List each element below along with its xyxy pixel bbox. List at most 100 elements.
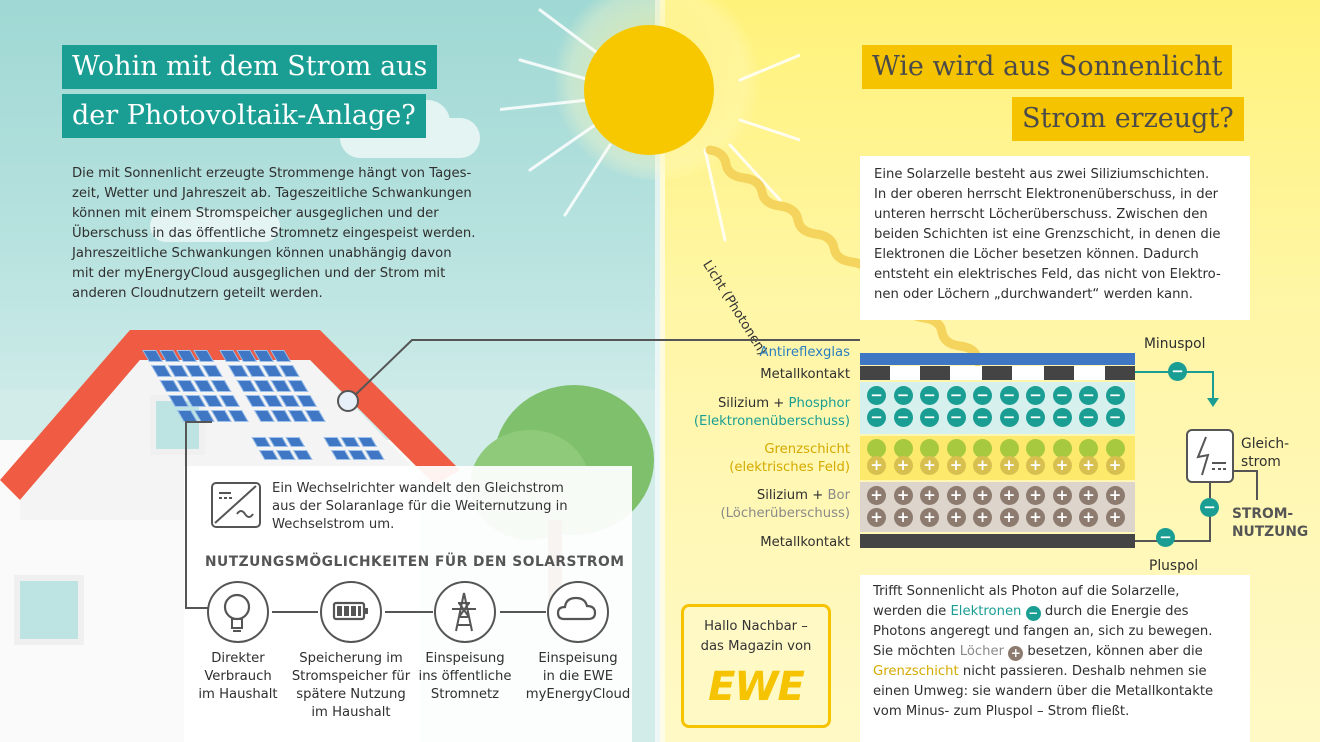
electron-particle: −: [920, 408, 939, 427]
hole-icon: +: [1008, 646, 1024, 661]
electron-particle: −: [867, 408, 886, 427]
sun-rays: [500, 8, 800, 242]
lightbulb-icon: [207, 581, 269, 643]
panel-connector-line: [337, 339, 860, 412]
right-intro-text: Eine Solarzelle besteht aus zwei Siliziu…: [874, 167, 1221, 302]
electron-particle: −: [946, 408, 966, 427]
house-window: [14, 575, 84, 645]
center-divider: [655, 0, 665, 742]
field-particle: +: [973, 456, 992, 475]
label-metal-bottom: Metallkontakt: [760, 535, 850, 550]
wire-to-usage: [1234, 470, 1258, 472]
field-particle: +: [920, 456, 939, 475]
hole-particle: +: [1052, 486, 1072, 505]
field-particle: [946, 439, 966, 458]
ewe-magazine-badge: [681, 604, 831, 728]
electron-particle: −: [1079, 408, 1098, 427]
electron-icon: −: [1025, 606, 1041, 621]
usage-connector: [385, 611, 433, 613]
inverter-icon: [211, 482, 261, 528]
field-particle: +: [893, 456, 913, 475]
field-particle: +: [1026, 456, 1045, 475]
usage-heading: NUTZUNGSMÖGLICHKEITEN FÜR DEN SOLARSTROM: [205, 554, 625, 570]
field-particle: +: [867, 456, 886, 475]
label-antireflex: Antireflexglas: [759, 345, 850, 360]
cloud-icon: [547, 581, 609, 643]
arrow-down-icon: [1207, 398, 1219, 407]
electron-particle: −: [920, 386, 939, 405]
field-particle: +: [1052, 456, 1072, 475]
hole-particle: +: [867, 508, 886, 527]
cloud-icon: [150, 210, 280, 242]
electron-particle: −: [1052, 386, 1072, 405]
hole-particle: +: [1105, 508, 1125, 527]
field-particle: [1052, 439, 1072, 458]
left-title-line-1: Wohin mit dem Strom aus: [62, 45, 438, 89]
hole-particle: +: [1026, 486, 1045, 505]
electron-particle: −: [1079, 386, 1098, 405]
hole-particle: +: [920, 508, 939, 527]
plus-pole-electron: −: [1156, 528, 1175, 547]
hole-particle: +: [893, 486, 913, 505]
right-explanation-card: [860, 575, 1250, 742]
field-particle: [999, 439, 1019, 458]
hole-particle: +: [946, 486, 966, 505]
hole-particle: +: [893, 508, 913, 527]
hole-particle: +: [1105, 486, 1125, 505]
layer-metal-contact-top: [860, 366, 1135, 380]
usage-connector: [272, 611, 318, 613]
field-particle: +: [1079, 456, 1098, 475]
layer-metal-contact-bottom: [860, 534, 1135, 548]
usage-connector: [500, 611, 546, 613]
electron-particle: −: [893, 386, 913, 405]
label-silicon-phosphor: Silizium + Phosphor (Elektronenüberschus…: [693, 396, 850, 429]
hole-particle: +: [999, 486, 1019, 505]
hole-particle: +: [867, 486, 886, 505]
electron-particle: −: [973, 386, 992, 405]
label-border-layer: Grenzschicht (elektrisches Feld): [729, 442, 850, 475]
hole-particle: +: [999, 508, 1019, 527]
electron-particle: −: [1105, 386, 1125, 405]
hole-particle: +: [973, 486, 992, 505]
electron-particle: −: [999, 408, 1019, 427]
inverter-bracket-line: [185, 421, 212, 609]
ewe-logo: EWE: [708, 664, 805, 710]
left-intro-text: Die mit Sonnenlicht erzeugte Strommenge …: [72, 166, 476, 301]
electron-particle: −: [1052, 408, 1072, 427]
sun-icon: [584, 25, 714, 155]
wire-electron: −: [1200, 498, 1219, 517]
plus-pole-label: Pluspol: [1149, 558, 1199, 574]
field-particle: +: [1105, 456, 1125, 475]
right-intro-card: [860, 156, 1250, 320]
power-pylon-icon: [434, 581, 496, 643]
field-particle: [893, 439, 913, 458]
layer-border: + + + + + + + + + +: [860, 436, 1135, 480]
electron-particle: −: [1105, 408, 1125, 427]
hole-particle: +: [1079, 486, 1098, 505]
hole-particle: +: [920, 486, 939, 505]
right-explanation-text: Trifft Sonnenlicht als Photon auf die So…: [873, 584, 1214, 719]
dc-current-label: Gleich- strom: [1241, 436, 1290, 470]
field-particle: +: [946, 456, 966, 475]
left-title-line-2: der Photovoltaik-Anlage?: [62, 94, 426, 138]
layer-silicon-boron: ++++++++++++++++++++: [860, 482, 1135, 532]
battery-icon: [320, 581, 382, 643]
hole-particle: +: [946, 508, 966, 527]
electron-particle: −: [973, 408, 992, 427]
field-particle: [920, 439, 939, 458]
wire-minus-down: [1212, 371, 1214, 399]
right-title-line-2: Strom erzeugt?: [1012, 97, 1244, 141]
field-particle: [867, 439, 886, 458]
hole-particle: +: [1052, 508, 1072, 527]
wire-to-usage-down: [1256, 470, 1258, 500]
inverter-description: Ein Wechselrichter wandelt den Gleichstr…: [272, 481, 568, 532]
power-usage-label: STROM- NUTZUNG: [1232, 506, 1309, 540]
dc-current-icon: [1186, 429, 1234, 483]
minus-pole-electron: −: [1168, 362, 1187, 381]
field-particle: +: [999, 456, 1019, 475]
hole-particle: +: [1079, 508, 1098, 527]
